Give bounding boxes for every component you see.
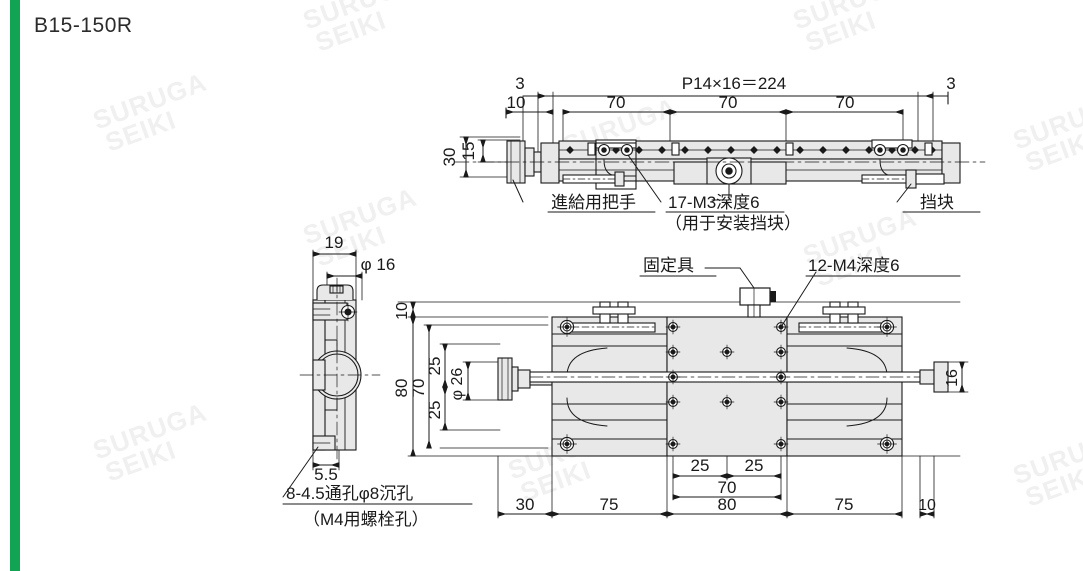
dim-plan-center-left: 25 bbox=[691, 456, 710, 475]
page-title: B15-150R bbox=[34, 14, 133, 37]
callout-tapped-holes: 17-M3深度6 bbox=[668, 193, 760, 212]
dim-left-edge: 3 bbox=[515, 74, 524, 93]
dim-left-offset: 10 bbox=[507, 93, 526, 112]
dim-height-total: 30 bbox=[440, 148, 459, 167]
dim-plan-center-right: 25 bbox=[745, 456, 764, 475]
dim-plan-overall-height: 80 bbox=[392, 379, 411, 398]
callout-through-hole: 8-4.5通孔φ8沉孔 bbox=[286, 484, 413, 503]
side-section-view bbox=[282, 249, 473, 505]
dim-pitch-total: P14×16＝224 bbox=[682, 74, 786, 93]
dim-plan-bottom-right: 10 bbox=[918, 497, 936, 514]
callout-handle: 進給用把手 bbox=[551, 193, 636, 212]
callout-fixture: 固定具 bbox=[643, 256, 694, 275]
dim-plan-shaft-dia: φ 26 bbox=[449, 368, 466, 401]
dim-span-b: 70 bbox=[719, 93, 738, 112]
dim-span-c: 70 bbox=[836, 93, 855, 112]
dim-plan-quarter-upper: 25 bbox=[425, 357, 444, 376]
dim-plan-bottom-left: 30 bbox=[516, 495, 535, 514]
dim-plan-top-offset: 10 bbox=[394, 302, 411, 320]
dim-plan-mid-right: 75 bbox=[835, 495, 854, 514]
dim-right-edge: 3 bbox=[946, 74, 955, 93]
dim-side-bore: φ 16 bbox=[361, 255, 396, 274]
dim-plan-right-height: 16 bbox=[944, 369, 961, 387]
callout-through-hole-note: （M4用螺栓孔） bbox=[303, 510, 429, 529]
callout-plan-tapped-holes: 12-M4深度6 bbox=[808, 256, 900, 275]
dim-side-width: 19 bbox=[325, 233, 344, 252]
dim-span-a: 70 bbox=[607, 93, 626, 112]
dim-height-inner: 15 bbox=[459, 142, 478, 161]
accent-bar bbox=[10, 0, 20, 571]
dim-plan-table: 80 bbox=[718, 495, 737, 514]
front-elevation-view bbox=[454, 91, 986, 213]
dim-plan-inner-height: 70 bbox=[409, 379, 428, 398]
dim-plan-mid-left: 75 bbox=[600, 495, 619, 514]
plan-view bbox=[397, 267, 969, 519]
dim-side-foot: 5.5 bbox=[314, 465, 338, 484]
callout-tapped-holes-note: （用于安装挡块） bbox=[665, 214, 801, 233]
callout-stopper: 挡块 bbox=[920, 193, 954, 212]
dim-plan-quarter-lower: 25 bbox=[425, 401, 444, 420]
dim-plan-inner: 70 bbox=[718, 478, 737, 497]
